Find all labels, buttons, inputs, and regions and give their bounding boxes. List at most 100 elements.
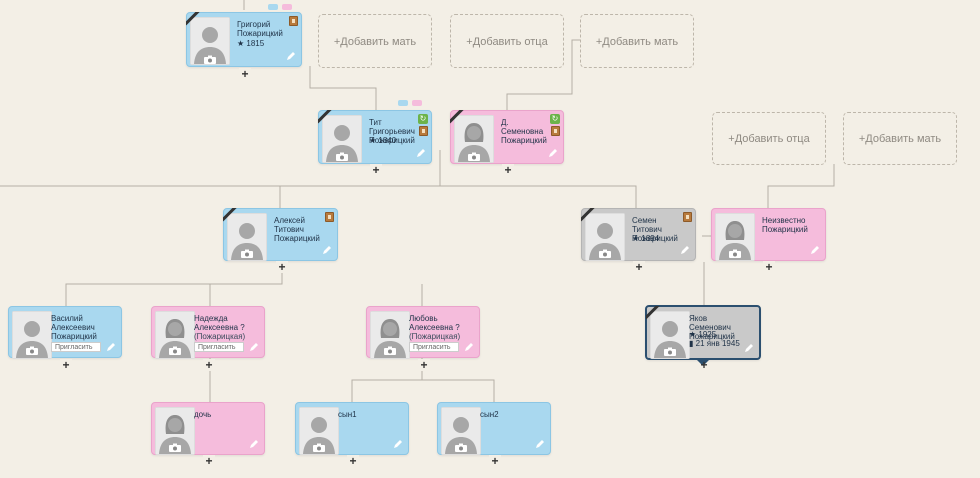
camera-icon[interactable]	[455, 443, 467, 452]
avatar	[715, 213, 755, 261]
maiden-name: (Пожарицкая)	[194, 332, 246, 341]
mourning-ribbon-icon	[318, 110, 332, 124]
person-name: Алексей Титович Пожарицкий	[274, 216, 320, 243]
camera-icon[interactable]	[204, 55, 216, 64]
edit-pencil-icon[interactable]	[548, 148, 558, 158]
expand-button[interactable]: +	[60, 359, 72, 371]
person-name: Яков Семенович Пожарицкий	[689, 314, 735, 341]
edit-pencil-icon[interactable]	[106, 342, 116, 352]
person-name-text: Любовь Алексеевна ?	[409, 314, 460, 332]
edit-pencil-icon[interactable]	[286, 51, 296, 61]
person-card-aleksey[interactable]: Алексей Титович Пожарицкий +	[223, 208, 338, 273]
person-name: Григорий Пожарицкий	[237, 20, 283, 38]
expand-button[interactable]: +	[633, 261, 645, 273]
expand-button[interactable]: +	[276, 261, 288, 273]
expand-button[interactable]: +	[203, 359, 215, 371]
person-card-yakov[interactable]: Яков Семенович Пожарицкий ★ 1925 ▮ 21 ян…	[645, 305, 761, 371]
add-mother-label: +Добавить мать	[595, 36, 679, 48]
expand-button[interactable]: +	[502, 164, 514, 176]
add-mother-label: +Добавить мать	[333, 36, 417, 48]
person-name-text: Надежда Алексеевна ?	[194, 314, 245, 332]
sync-icon[interactable]: ↻	[418, 114, 428, 124]
invite-button[interactable]: Пригласить	[194, 342, 244, 352]
camera-icon[interactable]	[169, 443, 181, 452]
add-mother-button[interactable]: +Добавить мать	[580, 14, 694, 68]
invite-button[interactable]: Пригласить	[409, 342, 459, 352]
person-card-vasiliy[interactable]: Василий Алексеевич Пожарицкий Пригласить…	[8, 306, 122, 371]
person-card-grigoriy[interactable]: Григорий Пожарицкий ★ 1815 +	[186, 12, 302, 80]
mourning-ribbon-icon	[223, 208, 237, 222]
camera-icon[interactable]	[468, 152, 480, 161]
camera-icon[interactable]	[313, 443, 325, 452]
father-gender-marker	[398, 100, 408, 106]
camera-icon[interactable]	[336, 152, 348, 161]
camera-icon[interactable]	[384, 346, 396, 355]
add-mother-button[interactable]: +Добавить мать	[843, 112, 957, 165]
edit-pencil-icon[interactable]	[416, 148, 426, 158]
add-father-label: +Добавить отца	[728, 133, 810, 145]
camera-icon[interactable]	[169, 346, 181, 355]
expand-button[interactable]: +	[418, 359, 430, 371]
sync-icon[interactable]: ↻	[550, 114, 560, 124]
add-father-label: +Добавить отца	[466, 36, 548, 48]
edit-pencil-icon[interactable]	[680, 245, 690, 255]
edit-pencil-icon[interactable]	[810, 245, 820, 255]
add-mother-label: +Добавить мать	[858, 133, 942, 145]
birth-year: ★ 1815	[237, 39, 265, 48]
camera-icon[interactable]	[729, 249, 741, 258]
person-card-syn1[interactable]: сын1 +	[295, 402, 409, 467]
edit-pencil-icon[interactable]	[249, 439, 259, 449]
person-card-d-semenovna[interactable]: Д. Семеновна Пожарицкий ↻ +	[450, 110, 564, 176]
mourning-ribbon-icon	[581, 208, 595, 222]
book-icon[interactable]	[289, 16, 298, 26]
person-card-lyubov[interactable]: Любовь Алексеевна ? (Пожарицкая) Приглас…	[366, 306, 480, 371]
edit-pencil-icon[interactable]	[535, 439, 545, 449]
person-name: сын2	[480, 410, 499, 419]
mother-gender-marker	[282, 4, 292, 10]
book-icon[interactable]	[325, 212, 334, 222]
edit-pencil-icon[interactable]	[464, 342, 474, 352]
camera-icon[interactable]	[241, 249, 253, 258]
person-card-doch[interactable]: дочь +	[151, 402, 265, 467]
add-father-button[interactable]: +Добавить отца	[712, 112, 826, 165]
birth-year: ★ 1840	[369, 136, 397, 145]
maiden-name: (Пожарицкая)	[409, 332, 461, 341]
expand-button[interactable]: +	[489, 455, 501, 467]
add-mother-button[interactable]: +Добавить мать	[318, 14, 432, 68]
camera-icon[interactable]	[599, 249, 611, 258]
expand-button[interactable]: +	[763, 261, 775, 273]
person-card-tit[interactable]: Тит Григорьевич Пожарицкий ★ 1840 ↻ +	[318, 110, 432, 176]
avatar	[227, 213, 267, 261]
edit-pencil-icon[interactable]	[744, 343, 754, 353]
person-name: Тит Григорьевич Пожарицкий	[369, 118, 415, 145]
camera-icon[interactable]	[664, 347, 676, 356]
person-name: Надежда Алексеевна ? (Пожарицкая)	[194, 314, 258, 341]
add-father-button[interactable]: +Добавить отца	[450, 14, 564, 68]
person-name: сын1	[338, 410, 357, 419]
camera-icon[interactable]	[26, 346, 38, 355]
person-name: Семен Титович Пожарицкий	[632, 216, 678, 243]
person-name: Д. Семеновна Пожарицкий	[501, 118, 547, 145]
edit-pencil-icon[interactable]	[249, 342, 259, 352]
person-name: дочь	[194, 410, 212, 419]
person-name: Неизвестно Пожарицкий	[762, 216, 808, 234]
expand-button[interactable]: +	[203, 455, 215, 467]
expand-button[interactable]: +	[370, 164, 382, 176]
person-card-nadezhda[interactable]: Надежда Алексеевна ? (Пожарицкая) Пригла…	[151, 306, 265, 371]
birth-year: ★ 1925	[689, 330, 717, 339]
book-icon[interactable]	[419, 126, 428, 136]
edit-pencil-icon[interactable]	[322, 245, 332, 255]
invite-button[interactable]: Пригласить	[51, 342, 101, 352]
expand-button[interactable]: +	[239, 68, 251, 80]
book-icon[interactable]	[551, 126, 560, 136]
edit-pencil-icon[interactable]	[393, 439, 403, 449]
person-card-neizvestno[interactable]: Неизвестно Пожарицкий +	[711, 208, 826, 273]
expand-button[interactable]: +	[700, 358, 708, 372]
expand-button[interactable]: +	[347, 455, 359, 467]
selection-pointer	[696, 359, 710, 366]
person-card-syn2[interactable]: сын2 +	[437, 402, 551, 467]
person-card-semen[interactable]: Семен Титович Пожарицкий ★ 1894 +	[581, 208, 696, 273]
book-icon[interactable]	[683, 212, 692, 222]
